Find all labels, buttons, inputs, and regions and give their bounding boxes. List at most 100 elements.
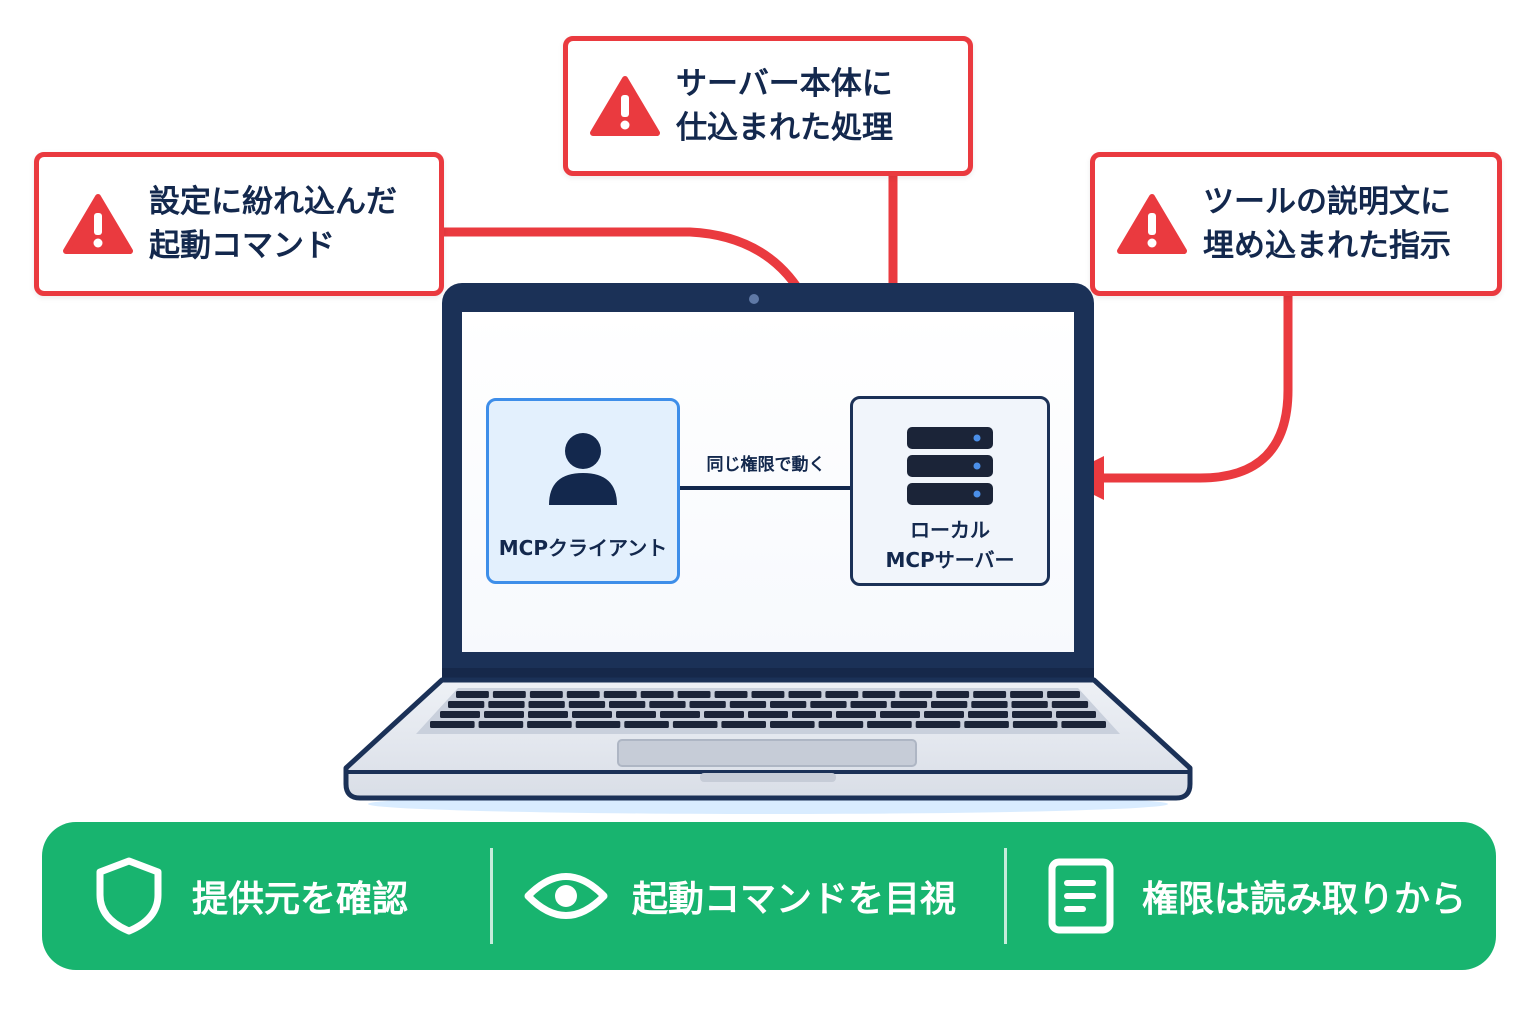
front-notch <box>700 773 836 782</box>
callout-line: 埋め込まれた指示 <box>1203 228 1451 264</box>
shield-icon <box>96 857 162 935</box>
keyboard-key <box>862 691 896 698</box>
keyboard-key <box>936 691 970 698</box>
keyboard-key <box>850 701 887 708</box>
keyboard-key <box>1061 721 1106 728</box>
laptop-base <box>343 677 1193 814</box>
keyboard-key <box>572 711 612 718</box>
keyboard-key <box>825 691 859 698</box>
keyboard-key <box>1047 691 1080 698</box>
keyboard-key <box>528 711 568 718</box>
callout-config-command: 設定に紛れ込んだ 起動コマンド <box>34 152 444 296</box>
keyboard-key <box>1051 701 1089 708</box>
keyboard-key <box>818 721 864 728</box>
callout-line: 設定に紛れ込んだ <box>149 184 397 220</box>
keyboard-key <box>456 691 489 698</box>
keyboard-key <box>867 721 912 728</box>
arrow-right-callout-to-server <box>1095 291 1293 483</box>
tip-inspect-command: 起動コマンドを目視 <box>524 822 956 970</box>
keyboard-key <box>528 701 565 708</box>
callout-text: ツールの説明文に 埋め込まれた指示 <box>1203 180 1451 268</box>
keyboard-key <box>973 691 1007 698</box>
keyboard-key <box>1011 701 1048 708</box>
keyboard-key <box>704 711 744 718</box>
keyboard-key <box>770 721 815 728</box>
callout-text: 設定に紛れ込んだ 起動コマンド <box>149 180 397 268</box>
keyboard-key <box>788 691 822 698</box>
callout-line: 起動コマンド <box>149 228 335 264</box>
server-label-line: MCPサーバー <box>885 548 1015 572</box>
keyboard-key <box>899 691 933 698</box>
callout-line: サーバー本体に <box>676 66 893 102</box>
keyboard-key <box>677 691 711 698</box>
keyboard-key <box>488 701 525 708</box>
mcp-client-label: MCPクライアント <box>498 536 668 560</box>
tip-check-provider: 提供元を確認 <box>94 822 408 970</box>
keyboard-key <box>649 701 686 708</box>
local-mcp-server-node: ローカル MCPサーバー <box>850 396 1050 586</box>
server-label-line: ローカル <box>909 518 990 542</box>
keyboard-key <box>810 701 847 708</box>
keyboard-key <box>478 721 524 728</box>
tip-label: 提供元を確認 <box>192 879 409 920</box>
trackpad <box>617 739 917 767</box>
callout-text: サーバー本体に 仕込まれた処理 <box>676 62 893 150</box>
callout-line: ツールの説明文に <box>1203 184 1451 220</box>
keyboard-key <box>971 701 1008 708</box>
server-label: ローカル MCPサーバー <box>885 515 1014 575</box>
keyboard-key <box>624 721 669 728</box>
keyboard-key <box>915 721 961 728</box>
keyboard-key <box>566 691 600 698</box>
mcp-client-node: MCPクライアント <box>486 398 680 584</box>
keyboard-key <box>714 691 748 698</box>
server-icon <box>907 427 993 505</box>
warning-icon <box>1117 194 1187 254</box>
keyboard-key <box>792 711 832 718</box>
keyboard-key <box>924 711 964 718</box>
keyboard-key <box>640 691 674 698</box>
keyboard-key <box>751 691 785 698</box>
keyboard-key <box>484 711 524 718</box>
connection-label: 同じ権限で動く <box>706 455 826 475</box>
keyboard-key <box>964 721 1009 728</box>
keyboard <box>430 691 1106 728</box>
keyboard-key <box>568 701 606 708</box>
keyboard-key <box>1056 711 1096 718</box>
callout-tool-description: ツールの説明文に 埋め込まれた指示 <box>1090 152 1502 296</box>
keyboard-key <box>616 711 656 718</box>
tip-divider <box>1004 848 1007 944</box>
mitigation-bar <box>42 822 1496 970</box>
keyboard-key <box>672 721 718 728</box>
keyboard-key <box>880 711 920 718</box>
keyboard-key <box>492 691 526 698</box>
keyboard-key <box>836 711 876 718</box>
keyboard-key <box>1010 691 1043 698</box>
warning-icon <box>590 76 660 136</box>
keyboard-key <box>1012 711 1052 718</box>
document-icon <box>1048 858 1114 934</box>
keyboard-key <box>770 701 807 708</box>
keyboard-key <box>448 701 485 708</box>
user-icon <box>549 433 617 505</box>
keyboard-key <box>529 691 563 698</box>
connection-line <box>680 486 852 490</box>
keyboard-key <box>440 711 480 718</box>
keyboard-key <box>660 711 700 718</box>
keyboard-key <box>721 721 766 728</box>
keyboard-key <box>1012 721 1058 728</box>
keyboard-key <box>748 711 788 718</box>
tip-label: 権限は読み取りから <box>1142 879 1467 920</box>
eye-icon <box>524 873 608 919</box>
keyboard-key <box>527 721 572 728</box>
webcam <box>749 294 759 304</box>
warning-icon <box>63 194 133 254</box>
keyboard-key <box>609 701 646 708</box>
keyboard-key <box>729 701 767 708</box>
keyboard-key <box>575 721 621 728</box>
keyboard-key <box>689 701 726 708</box>
tip-label: 起動コマンドを目視 <box>632 879 957 920</box>
keyboard-key <box>603 691 637 698</box>
tip-readonly-permissions: 権限は読み取りから <box>1048 822 1466 970</box>
callout-line: 仕込まれた処理 <box>676 110 893 146</box>
keyboard-key <box>931 701 968 708</box>
